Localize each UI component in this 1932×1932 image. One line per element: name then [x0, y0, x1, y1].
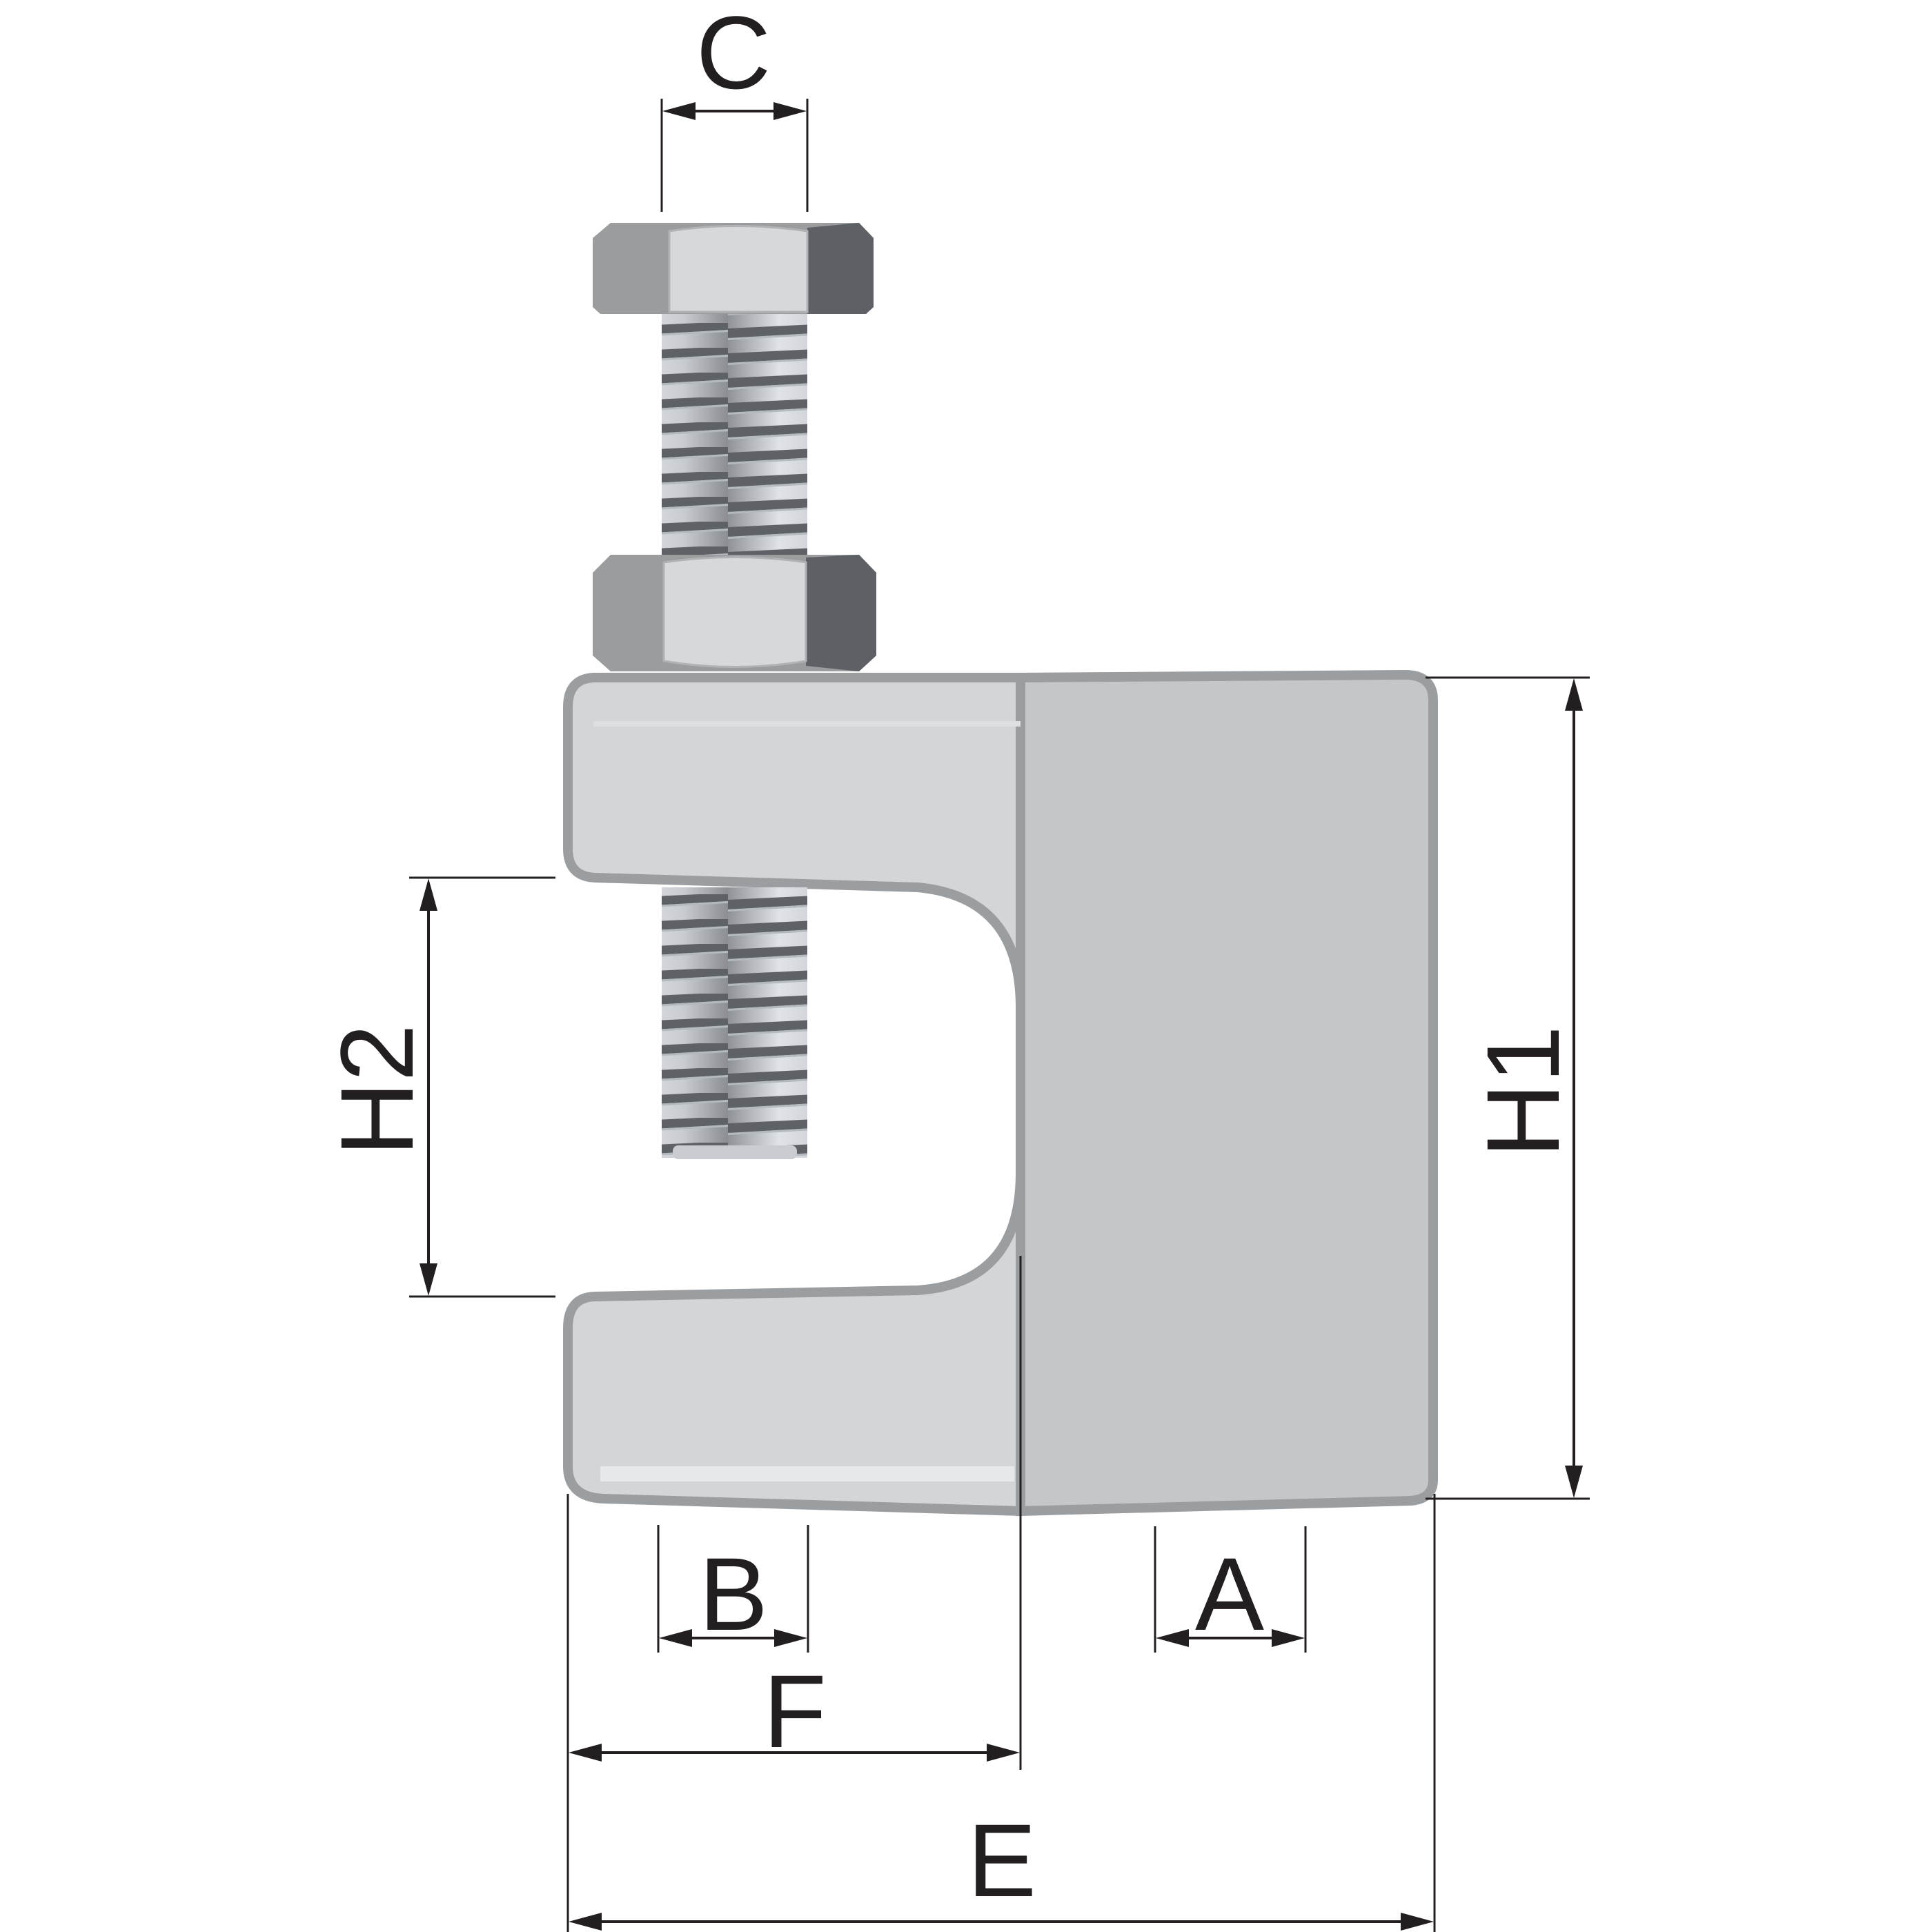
clamp-body: [563, 669, 1438, 1517]
clamp-bottom-highlight: [600, 1466, 1014, 1481]
hex-nut: [593, 555, 876, 671]
bolt-shank-upper: [662, 314, 807, 555]
bolt-head: [593, 223, 874, 314]
dimension-h1: H1: [1426, 676, 1590, 1500]
label-h2: H2: [319, 1024, 435, 1156]
label-c: C: [696, 0, 771, 110]
label-a: A: [1195, 1536, 1264, 1652]
dimension-c: C: [660, 0, 809, 212]
clamp-front-face: [563, 673, 1025, 1516]
label-h1: H1: [1465, 1025, 1581, 1158]
label-e: E: [967, 1802, 1036, 1918]
clamp-side-face: [1016, 669, 1438, 1517]
clamp-highlight: [593, 721, 1021, 727]
bolt-shank-lower: [662, 887, 807, 1159]
dimension-a: A: [1154, 1526, 1307, 1653]
dimension-e: E: [569, 1494, 1436, 1932]
label-f: F: [763, 1653, 827, 1769]
dimension-b: B: [657, 1525, 809, 1653]
label-b: B: [699, 1536, 768, 1652]
dimension-f: F: [566, 1494, 1022, 1932]
dimension-h2: H2: [319, 876, 555, 1298]
